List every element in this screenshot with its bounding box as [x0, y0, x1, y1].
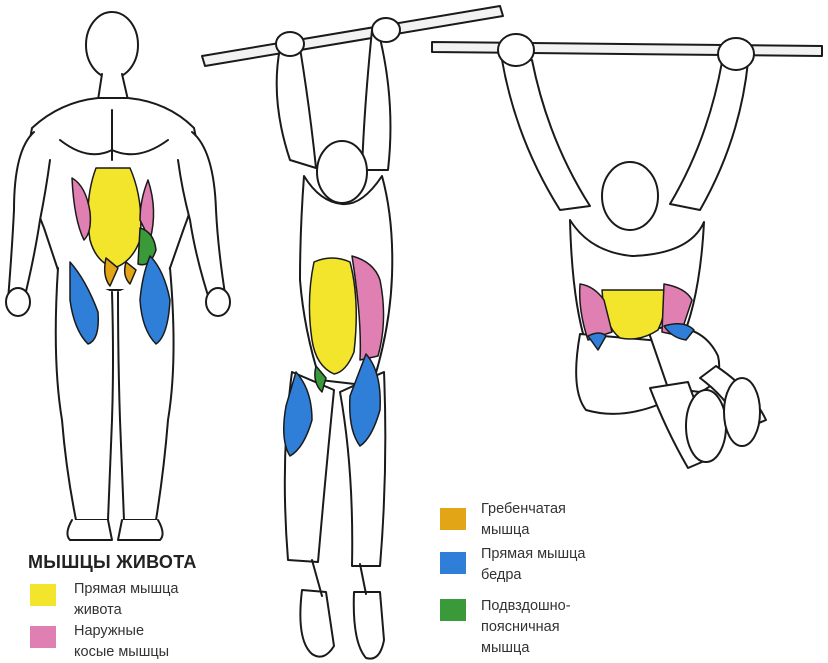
rectus-femoris-kneeraise [663, 323, 695, 341]
figure-front-view [5, 11, 231, 541]
pectineus-front-left [103, 257, 119, 287]
swatch-pectineus [440, 508, 466, 530]
pullup-bar-right [431, 41, 823, 57]
rectus-femoris-hanging-right [348, 353, 381, 447]
swatch-external-oblique [30, 626, 56, 648]
iliopsoas-hanging [314, 365, 327, 393]
rectus-femoris-hanging-left [283, 371, 313, 457]
legend-label-iliopsoas: Подвздошно- поясничная мышца [481, 598, 571, 656]
swatch-iliopsoas [440, 599, 466, 621]
legend-label-rectus-femoris: Прямая мышца бедра [481, 546, 586, 583]
rectus-abdominis-front [87, 167, 142, 269]
oblique-kneeraise-left [578, 283, 613, 341]
figure-knee-raise [497, 33, 767, 469]
rectus-femoris-kneeraise-left [587, 332, 607, 351]
oblique-hanging [351, 255, 385, 361]
rectus-femoris-front-left [69, 261, 100, 345]
legend-label-rectus-abdominis: Прямая мышца живота [74, 581, 179, 618]
swatch-rectus-femoris [440, 552, 466, 574]
pullup-bar-middle [201, 5, 504, 67]
swatch-rectus-abdominis [30, 584, 56, 606]
legend-label-external-oblique: Наружные косые мышцы [74, 623, 170, 660]
legend-label-pectineus: Гребенчатая мышца [481, 501, 566, 538]
oblique-front-left [71, 177, 92, 241]
rectus-femoris-front-right [139, 255, 171, 345]
iliopsoas-front [137, 227, 157, 266]
legend-title: МЫШЦЫ ЖИВОТА [28, 552, 197, 572]
pectineus-front-right [123, 261, 137, 285]
rectus-abdominis-hanging [308, 257, 357, 375]
